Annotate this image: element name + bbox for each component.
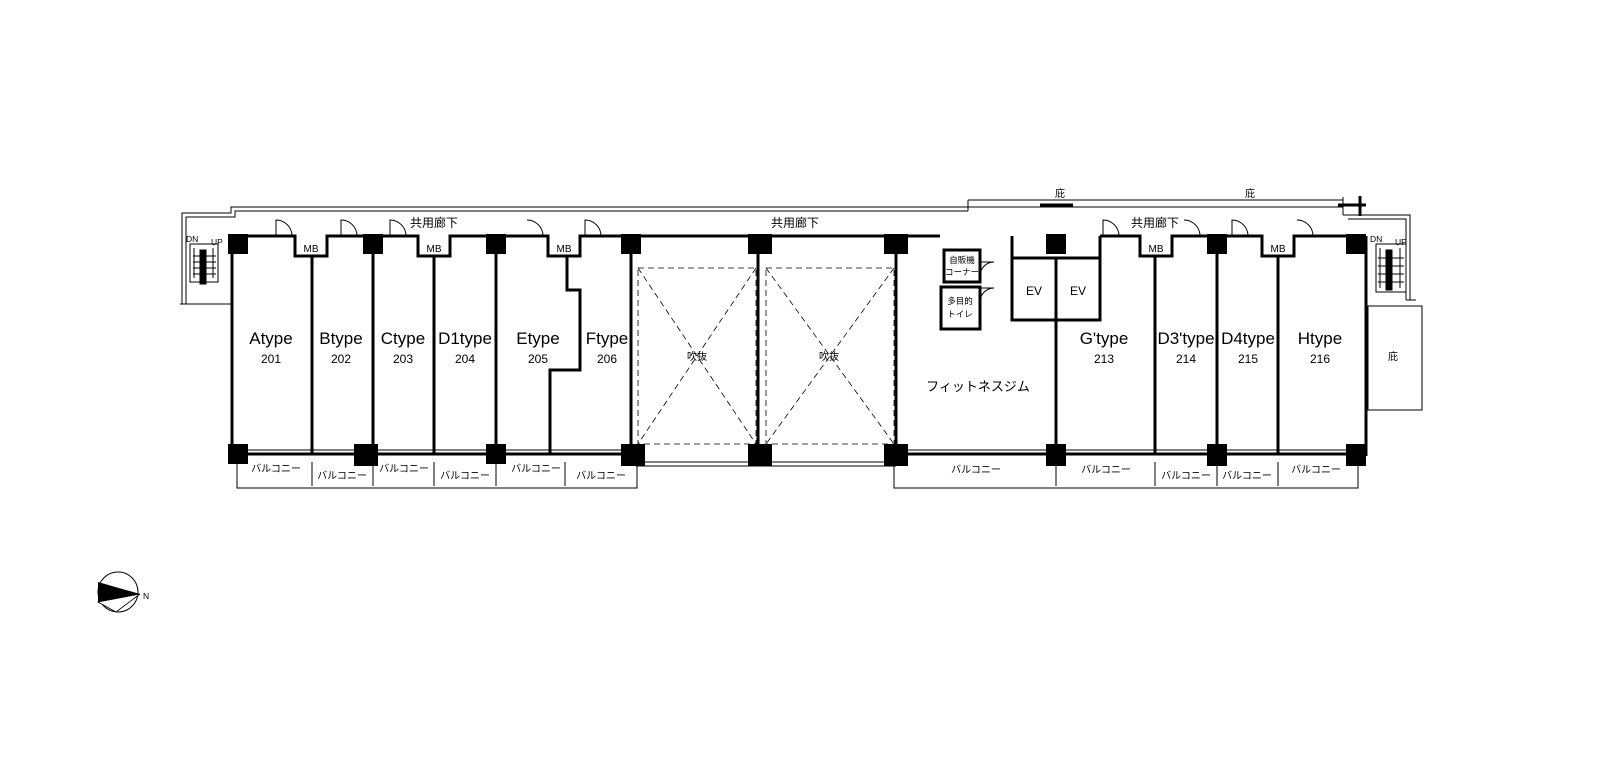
mb-label: MB <box>557 244 572 255</box>
corridor-label-east: 共用廊下 <box>1131 215 1179 230</box>
elevator-label: EV <box>1070 284 1086 298</box>
unit-type: D3'type <box>1157 329 1214 348</box>
unit-number: 214 <box>1176 352 1196 366</box>
unit-type: Btype <box>319 329 362 348</box>
eave-marks <box>1040 196 1366 216</box>
balcony-label: バルコニー <box>1081 464 1131 476</box>
unit-number: 206 <box>597 352 617 366</box>
balcony-label: バルコニー <box>379 463 429 475</box>
unit-type: D1type <box>438 329 492 348</box>
unit-number: 215 <box>1238 352 1258 366</box>
compass-north-label: N <box>143 591 149 601</box>
unit-type: Etype <box>516 329 559 348</box>
balcony-label: バルコニー <box>440 470 490 482</box>
stair-left-up-label: UP <box>211 237 223 247</box>
stair-right-down-label: DN <box>1370 234 1382 244</box>
unit-type: D4type <box>1221 329 1275 348</box>
balcony-label: バルコニー <box>251 463 301 475</box>
corridor-label-center: 共用廊下 <box>771 215 819 230</box>
stair-left <box>189 243 219 285</box>
mb-label: MB <box>304 244 319 255</box>
unit-number: 204 <box>455 352 475 366</box>
columns <box>228 234 1366 466</box>
balcony-label: バルコニー <box>1161 470 1211 482</box>
mb-label: MB <box>1271 244 1286 255</box>
corridor-label-west: 共用廊下 <box>410 215 458 230</box>
eave-label-north-1: 庇 <box>1055 187 1065 200</box>
mb-label: MB <box>1149 244 1164 255</box>
balcony-label: バルコニー <box>1222 470 1272 482</box>
unit-number: 202 <box>331 352 351 366</box>
unit-number: 203 <box>393 352 413 366</box>
void-areas <box>637 267 895 445</box>
balcony-label: バルコニー <box>1291 464 1341 476</box>
compass-icon: N <box>96 571 149 613</box>
unit-number: 201 <box>261 352 281 366</box>
stair-right <box>1375 243 1407 293</box>
unit-number: 216 <box>1310 352 1330 366</box>
unit-number: 205 <box>528 352 548 366</box>
unit-type: Atype <box>249 329 292 348</box>
stair-right-up-label: UP <box>1395 237 1407 247</box>
balcony-label: バルコニー <box>951 464 1001 476</box>
toilet-label-line2: トイレ <box>947 310 973 320</box>
elevator-label: EV <box>1026 284 1042 298</box>
balcony-label: バルコニー <box>317 470 367 482</box>
eave-label-north-2: 庇 <box>1245 187 1255 200</box>
doors <box>275 219 1314 303</box>
void-label: 吹抜 <box>687 350 707 363</box>
balcony-label: バルコニー <box>511 463 561 475</box>
balcony-label: バルコニー <box>576 470 626 482</box>
unit-type: Ctype <box>381 329 425 348</box>
toilet-label-line1: 多目的 <box>947 296 973 307</box>
stair-left-down-label: DN <box>186 234 198 244</box>
unit-number: 213 <box>1094 352 1114 366</box>
unit-type: Htype <box>1298 329 1342 348</box>
outer-outline <box>180 197 1416 305</box>
gym-label: フィットネスジム <box>926 380 1030 395</box>
eave-label-east: 庇 <box>1388 350 1398 363</box>
unit-type: Ftype <box>586 329 629 348</box>
mb-label: MB <box>427 244 442 255</box>
unit-type: G'type <box>1080 329 1129 348</box>
vending-label-line2: コーナー <box>945 268 979 278</box>
vending-label-line1: 自販機 <box>949 255 975 266</box>
balcony-rail <box>236 456 1359 489</box>
walls <box>230 234 1368 456</box>
east-eave-box <box>1367 305 1423 411</box>
void-label: 吹抜 <box>819 350 839 363</box>
